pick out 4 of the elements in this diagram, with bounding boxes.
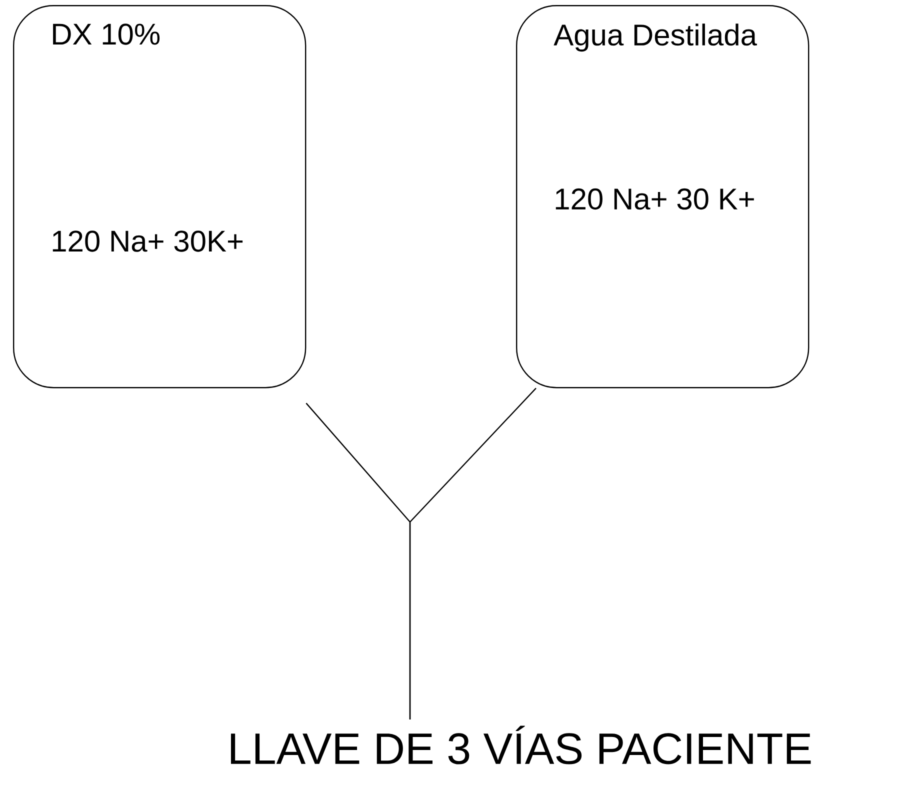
connector-line (409, 388, 536, 720)
rounded-box: DX 10% 120 Na+ 30K+ (13, 5, 306, 388)
rounded-box: Agua Destilada 120 Na+ 30 K+ (516, 5, 810, 388)
label-text: LLAVE DE 3 VÍAS PACIENTE (230, 726, 811, 764)
